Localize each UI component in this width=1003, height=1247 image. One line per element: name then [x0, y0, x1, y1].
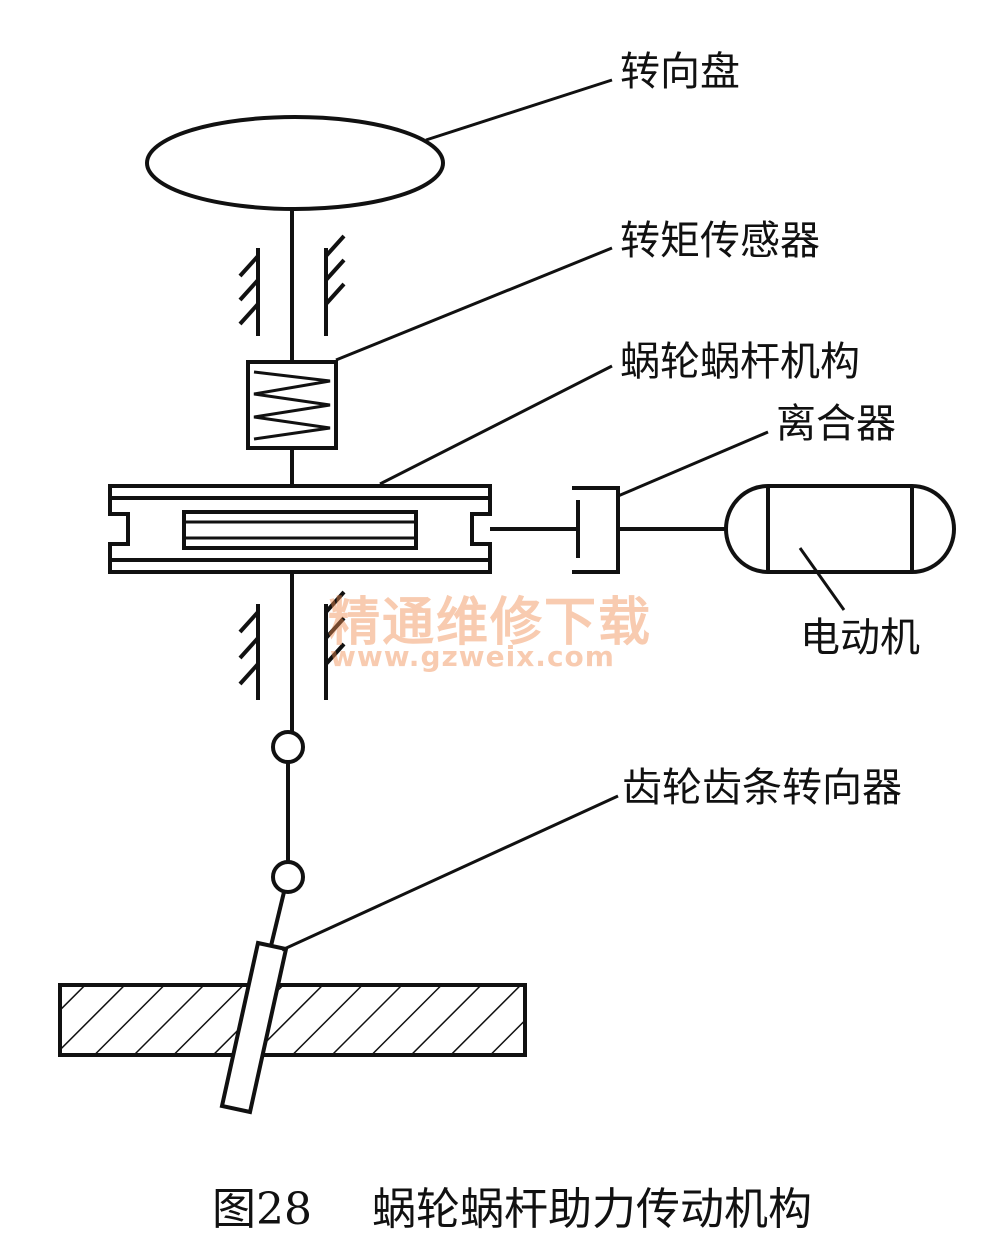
pinion-shaft: [268, 891, 286, 951]
upper-fixed-support-left: [238, 248, 260, 336]
universal-joint-lower: [271, 860, 305, 894]
steering-rack: [58, 983, 527, 1057]
watermark-text: 精通维修下载: [328, 593, 653, 653]
watermark-url: www.gzweix.com: [330, 640, 615, 673]
universal-joint-upper: [271, 730, 305, 764]
label-motor: 电动机: [800, 615, 920, 661]
torque-sensor: [246, 360, 338, 450]
figure-number: 图28: [212, 1184, 312, 1235]
label-clutch: 离合器: [776, 401, 896, 447]
clutch: [572, 486, 620, 574]
pinion: [219, 940, 289, 1115]
label-torque-sensor: 转矩传感器: [620, 218, 820, 264]
label-rack-pinion: 齿轮齿条转向器: [622, 765, 902, 811]
electric-motor: [724, 484, 956, 574]
upper-fixed-support-right: [324, 234, 346, 336]
label-worm-gear: 蜗轮蜗杆机构: [620, 339, 860, 385]
lower-fixed-support-left: [238, 604, 260, 700]
worm-gear-mechanism: [108, 484, 492, 574]
figure-title: 蜗轮蜗杆助力传动机构: [372, 1184, 812, 1235]
leader-lines: [281, 78, 846, 952]
lower-fixed-support-right: [324, 590, 346, 700]
label-steering-wheel: 转向盘: [620, 49, 740, 95]
steering-wheel: [145, 115, 445, 211]
